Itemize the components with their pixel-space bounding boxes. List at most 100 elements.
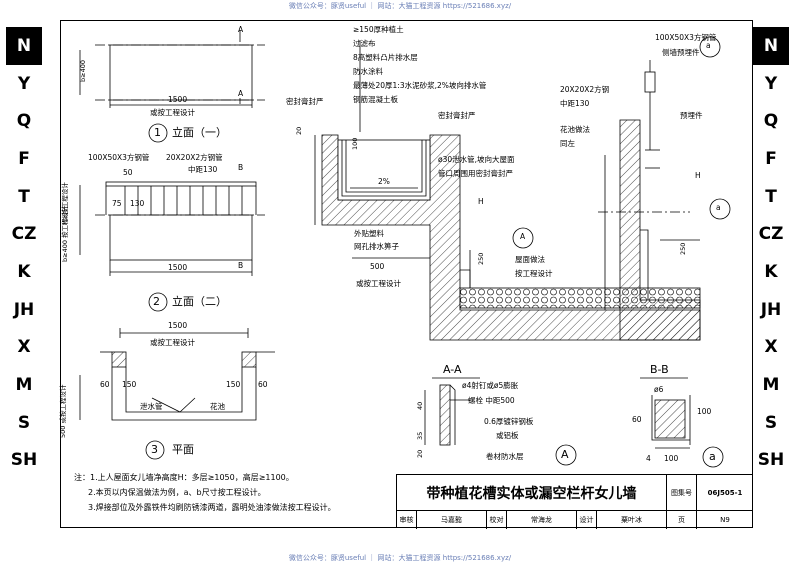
tube-100-label: 100X50X3方钢管 (88, 153, 150, 162)
right-tab-x[interactable]: X (764, 337, 778, 358)
elevation-two (79, 181, 265, 276)
dim-100: 100 (351, 137, 359, 150)
left-tab-s[interactable]: S (17, 412, 31, 433)
dim-20-aa: 20 (416, 449, 424, 458)
right-tab-jh[interactable]: JH (760, 299, 782, 320)
watermark-top: 微信公众号：豚贤useful ｜ 网站：大猫工程资源 https://52168… (288, 2, 512, 10)
drawing-frame (60, 20, 753, 528)
pitch-right-label: 中距130 (560, 99, 590, 108)
design-label: 设计 (577, 511, 597, 529)
nail-label: ø4射钉或ø5膨胀 (462, 381, 519, 390)
callout-letter-a-bottom: a (709, 450, 716, 463)
elev1-dim-1500: 1500 (168, 95, 188, 104)
left-tab-q[interactable]: Q (16, 111, 32, 132)
dim-4-bb: 4 (646, 454, 651, 463)
layer-soil: ≥150厚种植土 (353, 25, 404, 34)
callout-circle-3 (145, 440, 165, 460)
note-3: 3.焊接部位及外露铁件均刷防锈漆两道，露明处油漆做法按工程设计。 (88, 503, 336, 512)
dim-35: 35 (416, 431, 424, 440)
section-bb (640, 377, 691, 449)
phi6-label: ø6 (654, 385, 664, 394)
callout-number-1: 1 (154, 126, 161, 139)
right-section (598, 60, 701, 341)
left-tab-m[interactable]: M (15, 375, 33, 396)
left-tab-sh[interactable]: SH (10, 450, 38, 471)
page-label: 页 (667, 511, 697, 529)
elev1-title: 立面（一） (172, 126, 227, 139)
dim-50: 50 (123, 168, 133, 177)
left-tab-jh[interactable]: JH (13, 299, 35, 320)
pipe-label: ø30泄水管,坡向大屋面 (438, 155, 515, 164)
note-2: 2.本页以内保温做法为例，a、b尺寸按工程设计。 (88, 488, 266, 497)
drain-pipe-label: 泄水管 (140, 402, 163, 411)
left-tab-k[interactable]: K (17, 261, 31, 282)
right-tab-n[interactable]: N (753, 27, 789, 65)
dim-b-400: b≥400 (79, 60, 87, 82)
right-tab-k[interactable]: K (764, 261, 778, 282)
checker-name: 常海龙 (507, 511, 577, 529)
right-tab-m[interactable]: M (762, 375, 780, 396)
callout-circle-a-mid (709, 198, 731, 220)
left-tab-x[interactable]: X (17, 337, 31, 358)
atlas-label: 图集号 (667, 475, 697, 511)
callout-letter-a-top: a (706, 41, 711, 50)
tube-right-label: 100X50X3方钢管 (655, 33, 717, 42)
page-number: N9 (720, 516, 730, 524)
elev1-note: 或按工程设计 (150, 108, 195, 117)
title-block: 带种植花槽实体或漏空栏杆女儿墙 图集号 06J505-1 审核 马嘉懿 校对 常… (396, 474, 753, 529)
pipe-label-2: 管口周围用密封膏封严 (438, 169, 513, 178)
dim-40: 40 (416, 401, 424, 410)
right-tab-s[interactable]: S (764, 412, 778, 433)
pitch-label: 中距130 (188, 165, 218, 174)
tube-right-2-label: 20X20X2方钢 (560, 85, 610, 94)
slope-label: 2% (378, 177, 390, 186)
review-label: 审核 (397, 511, 417, 529)
planter-right-label: 花池做法 (560, 125, 590, 134)
plan-title: 平面 (172, 443, 194, 456)
plan-dim-150-right: 150 (226, 380, 241, 389)
watermark-bottom: 微信公众号：豚贤useful ｜ 网站：大猫工程资源 https://52168… (288, 554, 512, 562)
dim-b400-design: b≥400 按工程设计 (61, 205, 69, 262)
section-aa-title: A-A (443, 363, 462, 376)
plan-dim-60-right: 60 (258, 380, 268, 389)
cut-label-b-top: B (238, 163, 244, 172)
left-tab-f[interactable]: F (18, 148, 30, 169)
right-tab-cz[interactable]: CZ (758, 224, 784, 245)
note-1: 注：1.上人屋面女儿墙净高度H：多层≥1050，高层≥1100。 (74, 473, 294, 482)
dim-250-right: 250 (679, 242, 687, 255)
right-tab-t[interactable]: T (765, 186, 777, 207)
sealant-right: 密封膏封严 (438, 111, 476, 120)
cut-label-b-bottom: B (238, 261, 244, 270)
right-tab-q[interactable]: Q (763, 111, 779, 132)
left-tab-cz[interactable]: CZ (11, 224, 37, 245)
dim-500-main: 500 (370, 262, 385, 271)
embed-label-2: 预埋件 (680, 111, 703, 120)
elev2-title: 立面（二） (172, 295, 227, 308)
dim-60-bb: 60 (632, 415, 642, 424)
left-tab-t[interactable]: T (18, 186, 30, 207)
dim-20: 20 (295, 126, 303, 135)
sealant-left: 密封膏封严 (286, 97, 324, 106)
right-tab-sh[interactable]: SH (757, 450, 785, 471)
callout-letter-a-mid: a (716, 203, 721, 212)
roof-label-2: 按工程设计 (515, 269, 553, 278)
dim-250-main: 250 (477, 252, 485, 265)
atlas-number: 06J505-1 (697, 475, 753, 511)
right-tab-f[interactable]: F (765, 148, 777, 169)
left-tab-n[interactable]: N (6, 27, 42, 65)
planter-label: 花池 (210, 402, 225, 411)
layer-slab: 钢筋混凝土板 (353, 95, 398, 104)
same-label: 同左 (560, 139, 575, 148)
plastic-label: 外贴塑料 (354, 229, 384, 238)
section-aa (424, 377, 480, 446)
roof-label: 屋面做法 (515, 255, 545, 264)
bolt-label: 螺栓 中距500 (468, 396, 515, 405)
plan-dim-500: 500 或按工程设计 (59, 384, 67, 438)
section-bb-title: B-B (650, 363, 669, 376)
left-tab-y[interactable]: Y (17, 73, 31, 94)
layer-drainboard: 8高塑料凸片排水层 (353, 53, 418, 62)
right-tab-y[interactable]: Y (764, 73, 778, 94)
plate-label: 0.6厚镀锌钢板 (484, 417, 534, 426)
